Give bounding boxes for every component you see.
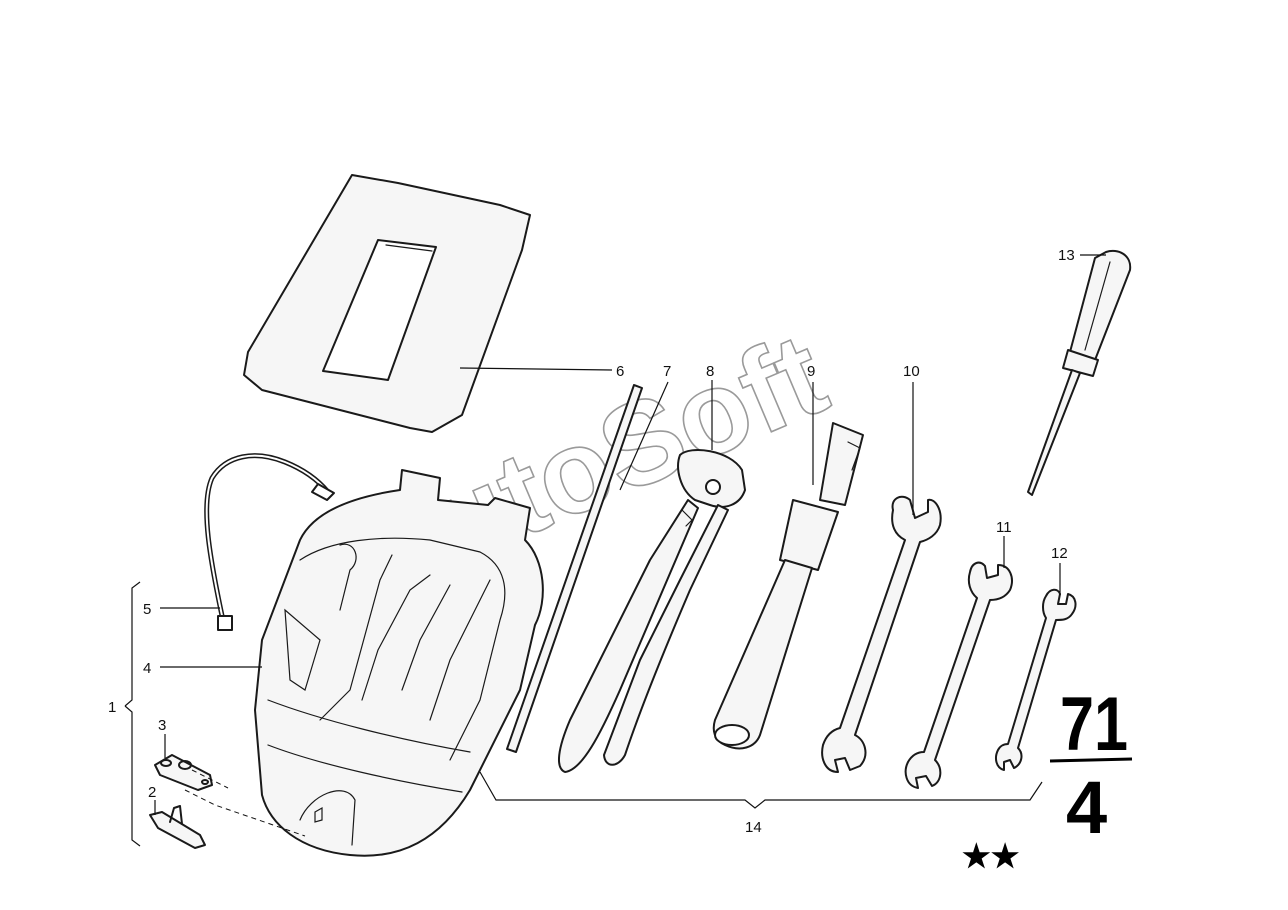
part-4-tool-bag: [254, 469, 544, 857]
leader-lines: [124, 254, 1106, 847]
part-11-spanner: [904, 561, 1013, 789]
part-2-wing-bolt: [149, 805, 206, 849]
callout-10: 10: [903, 363, 920, 380]
stars-marker: ★★: [962, 838, 1020, 874]
part-13-screwdriver: [1027, 250, 1132, 496]
group-number: 71: [1060, 682, 1128, 767]
part-7-rod: [506, 384, 643, 753]
callout-6: 6: [616, 363, 624, 380]
callout-2: 2: [148, 784, 156, 801]
callout-numbers: 1 2 3 4 5 6 7 8 9 10 11 12 13 14: [108, 247, 1075, 836]
callout-8: 8: [706, 363, 714, 380]
callout-3: 3: [158, 717, 166, 734]
part-5-strap: [204, 453, 335, 631]
callout-13: 13: [1058, 247, 1075, 264]
part-6-cover: [243, 174, 531, 433]
callout-5: 5: [143, 601, 151, 618]
callout-7: 7: [663, 363, 671, 380]
part-3-plate: [154, 754, 213, 791]
callout-1: 1: [108, 699, 116, 716]
sheet-number: 4: [1066, 766, 1107, 849]
callout-4: 4: [143, 660, 151, 677]
callout-14: 14: [745, 819, 762, 836]
part-9-box-spanner: [712, 422, 864, 750]
callout-12: 12: [1051, 545, 1068, 562]
page-identifier: 71 4 ★★: [962, 682, 1133, 874]
callout-11: 11: [996, 519, 1012, 536]
callout-9: 9: [807, 363, 815, 380]
part-8-pliers: [558, 449, 746, 773]
part-10-spanner: [821, 495, 942, 773]
part-12-spanner: [995, 588, 1077, 771]
